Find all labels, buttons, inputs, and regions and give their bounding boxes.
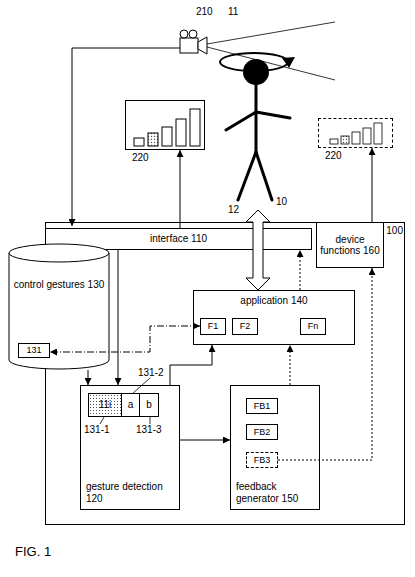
rotation-arrowhead [282,57,295,68]
node-text: 220 [325,150,342,162]
rotation-gesture [220,53,288,71]
gesture-field: b [139,393,159,417]
person-leg [238,152,256,200]
callout-number: 131-2 [138,367,164,379]
node-text: FB2 [254,427,271,437]
callout-number: 10 [276,196,287,208]
node-text: feedback generator 150 [236,481,315,504]
callout-number: 131-1 [84,424,110,436]
node-text: device functions 160 [317,234,383,257]
node-text: 131 [26,345,41,355]
camera-reel [180,30,188,38]
person-leg [256,152,272,200]
chart-box: 220 [125,100,205,150]
callout-number: 11 [228,6,238,18]
callout-number: 12 [228,204,239,216]
connector-arrow [180,150,181,228]
gesture-field: a [121,393,140,417]
feedback-item: FB1 [246,398,278,414]
node-text: 11i [99,399,112,411]
field-of-view-line [207,47,335,80]
connector-arrow [372,148,373,222]
cylinder-body [9,253,109,369]
function-box: device functions 160 [316,222,384,268]
function-box: F1 [200,318,226,335]
callout-number: 131-3 [136,424,162,436]
data-record: 131 [18,343,50,358]
node-text: gesture detection 120 [86,481,175,504]
node-text: interface 110 [150,233,207,245]
node-text: Fn [308,321,319,331]
feedback-item: FB2 [246,424,278,440]
generator-box: feedback generator 150 FB1FB2FB3 [230,385,320,510]
field-of-view-line [207,22,335,44]
person-arm [256,112,290,118]
node-text: 100 [386,225,403,237]
node-text: F2 [240,321,251,331]
person-arm [226,112,256,130]
callout-number: 210 [196,6,213,18]
camera-symbol [180,30,207,54]
node-text: application 140 [240,295,307,307]
application-box: application 140F1 F2 Fn [193,290,355,345]
person-head [243,59,269,85]
camera-reel [189,30,197,38]
node-text: 220 [132,152,149,164]
gesture-field: 11i [88,393,122,417]
function-box: Fn [300,318,326,335]
node-text: FB1 [254,401,271,411]
figure-label: FIG. 1 [15,545,51,560]
cylinder-top [9,244,109,262]
chart-box: 220 [318,118,393,148]
node-text: control gestures 130 [8,279,110,291]
node-text: a [128,399,134,411]
detection-box: gesture detection 120 11i ab [80,385,180,510]
camera-body [180,38,198,53]
database-cylinder: control gestures 130 131 [8,243,110,370]
node-text: F1 [208,321,219,331]
node-text: b [146,399,152,411]
feedback-item: FB3 [246,452,278,468]
node-text: FB3 [254,455,271,465]
function-box: F2 [232,318,258,335]
camera-lens [198,37,207,54]
person-body [255,84,258,152]
person-figure [226,59,290,200]
